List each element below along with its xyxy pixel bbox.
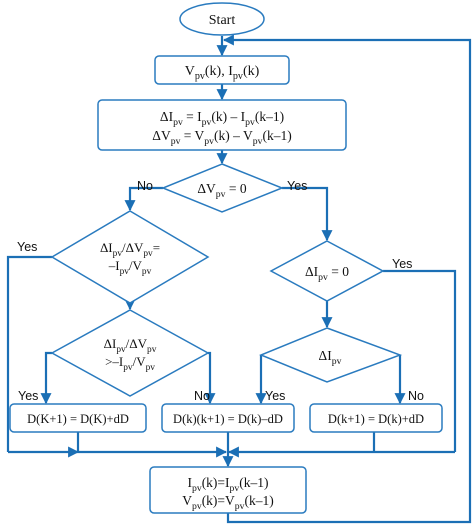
update-line2: Vpv(k)=Vpv(k–1) (182, 493, 274, 512)
box-decrease-text: D(k)(k+1) = D(k)–dD (173, 412, 283, 426)
decision-di-text: ΔIpv (319, 348, 342, 367)
decision-ratio-greater: ΔIpv/ΔVpv >–Ipv/Vpv (50, 309, 210, 397)
line-di0-yes (383, 269, 457, 452)
branch-labels: No Yes Yes Yes No Yes Yes No (17, 179, 424, 403)
box-decrease: D(k)(k+1) = D(k)–dD (161, 403, 295, 433)
line-dv-no (124, 186, 163, 212)
decision-di0-text: ΔIpv = 0 (305, 264, 349, 283)
box-increase-right: D(k+1) = D(k)+dD (309, 403, 443, 433)
read-text: Vpv(k), Ipv(k) (185, 64, 260, 82)
decision-gt-line1: ΔIpv/ΔVpv (104, 336, 157, 355)
box-increase-left: D(K+1) = D(K)+dD (9, 403, 147, 433)
compute-box: ΔIpv = Ipv(k) – Ipv(k–1) ΔVpv = Vpv(k) –… (97, 99, 347, 151)
line-gt-yes (40, 351, 52, 405)
label-gt-no: No (194, 389, 210, 403)
decision-ratio-equal: ΔIpv/ΔVpv= –Ipv/Vpv (50, 210, 210, 304)
box-increase-right-text: D(k+1) = D(k)+dD (328, 412, 424, 426)
decision-di-sign: ΔIpv (259, 327, 403, 383)
decision-eq-line1: ΔIpv/ΔVpv= (100, 240, 160, 259)
compute-line1: ΔIpv = Ipv(k) – Ipv(k–1) (160, 109, 284, 128)
start-node: Start (179, 2, 265, 36)
label-di-no: No (408, 389, 424, 403)
line-loop-back (222, 34, 472, 524)
label-dv-no: No (137, 179, 153, 193)
read-box: Vpv(k), Ipv(k) (154, 55, 290, 85)
start-label: Start (209, 13, 236, 28)
update-line1: Ipv(k)=Ipv(k–1) (187, 475, 268, 494)
label-gt-yes: Yes (18, 389, 38, 403)
connectors (6, 34, 472, 524)
update-box: Ipv(k)=Ipv(k–1) Vpv(k)=Vpv(k–1) (149, 466, 307, 514)
line-eq-yes (6, 255, 52, 452)
label-eq-yes: Yes (17, 240, 37, 254)
line-dv-yes (282, 186, 333, 242)
label-dv-yes: Yes (287, 179, 307, 193)
label-di0-yes: Yes (392, 257, 412, 271)
decision-eq-line2: –Ipv/Vpv (108, 258, 152, 277)
decision-dv-zero: ΔVpv = 0 (161, 163, 285, 213)
label-di-yes: Yes (265, 389, 285, 403)
decision-dv-text: ΔVpv = 0 (197, 181, 247, 200)
compute-line2: ΔVpv = Vpv(k) – Vpv(k–1) (152, 128, 291, 147)
decision-di-zero: ΔIpv = 0 (269, 240, 385, 302)
decision-gt-line2: >–Ipv/Vpv (105, 354, 155, 373)
box-increase-left-text: D(K+1) = D(K)+dD (27, 412, 129, 426)
